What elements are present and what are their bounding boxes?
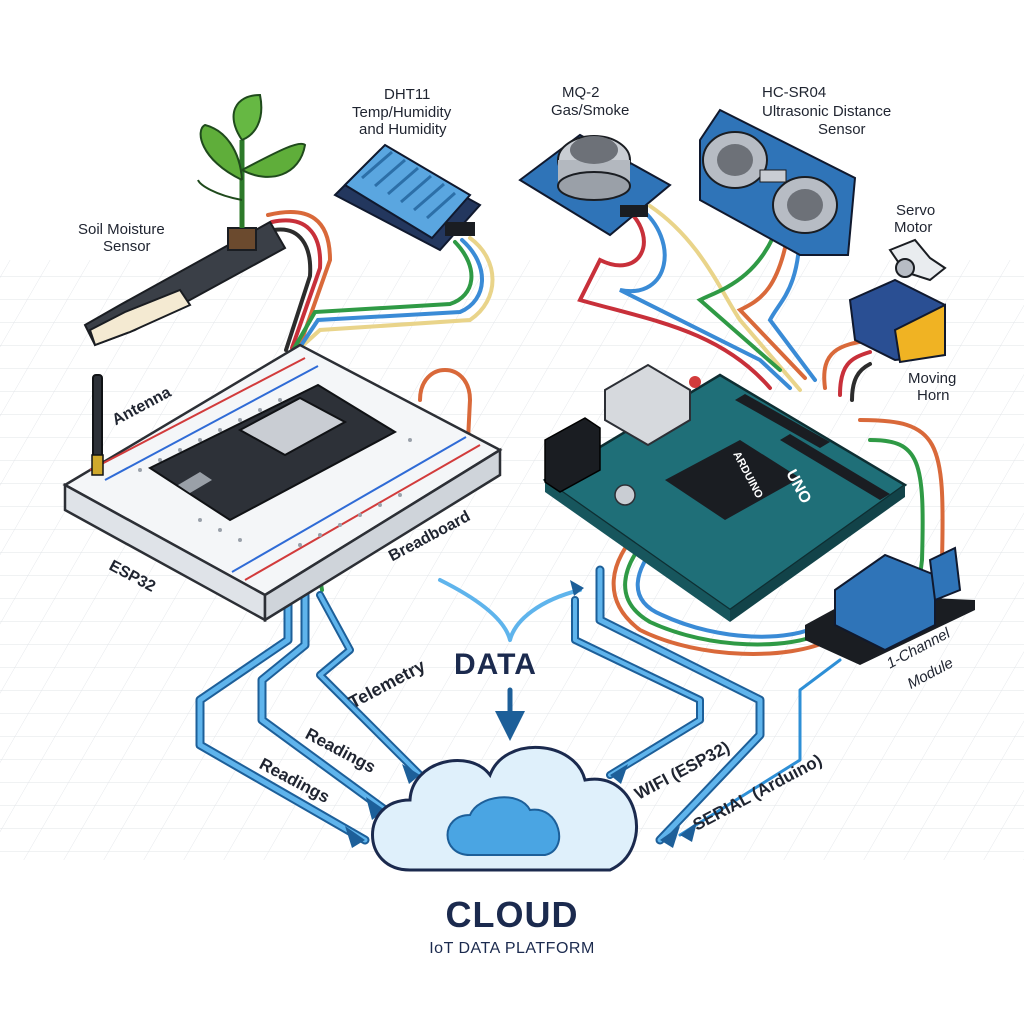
mq2-sensor [518,133,672,237]
label-mq2: MQ-2 [562,84,600,101]
label-servo1: Servo [896,202,936,219]
arduino-uno-board [542,363,908,622]
antenna [91,374,104,476]
label-soil2: Sensor [103,238,151,255]
label-hcsr04-desc2: Sensor [818,121,866,138]
soil-moisture-sensor [83,93,307,347]
label-hcsr04: HC-SR04 [762,84,827,101]
label-data: DATA [454,648,537,681]
label-mq2-desc: Gas/Smoke [551,102,630,119]
label-soil1: Soil Moisture [78,221,165,238]
label-cloud: CLOUD [445,894,579,935]
esp32-board [147,383,398,522]
data-flow-arrows [195,565,842,845]
relay-module [805,546,975,665]
label-cloud-sub: IoT DATA PLATFORM [429,940,595,957]
label-hcsr04-desc1: Ultrasonic Distance [762,103,892,120]
label-dht11-desc1: Temp/Humidity [352,104,452,121]
label-dht11-desc2: and Humidity [359,121,447,138]
label-horn2: Horn [917,387,950,404]
cloud-platform [371,745,638,872]
hcsr04-sensor [699,108,857,256]
arrow-heads [345,580,697,848]
label-horn1: Moving [908,370,957,387]
label-dht11: DHT11 [384,86,431,103]
label-servo2: Motor [894,219,933,236]
dht11-sensor [333,143,482,252]
servo-motor [848,238,947,364]
